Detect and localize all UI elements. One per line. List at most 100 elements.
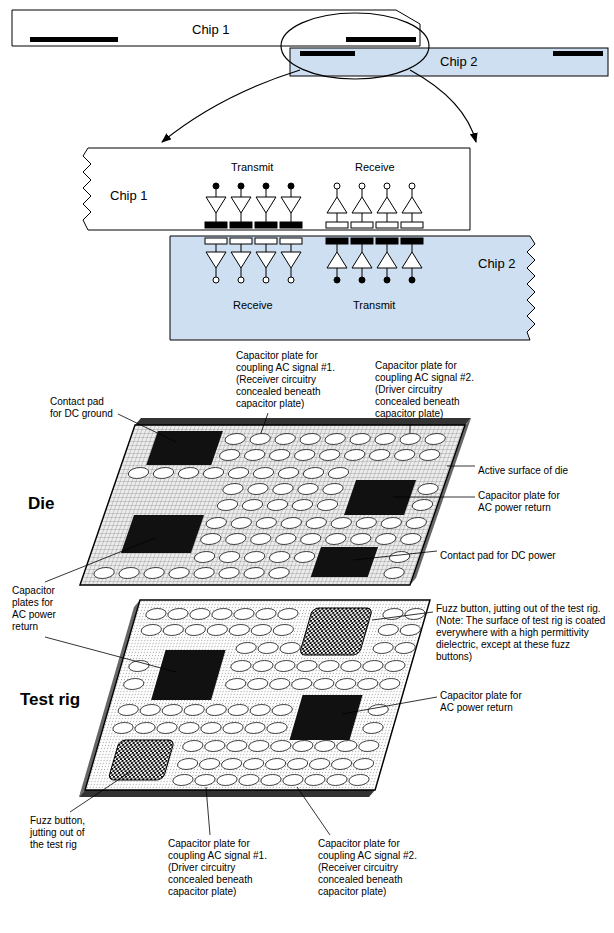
contact-pad bbox=[311, 547, 378, 577]
die-surface bbox=[80, 425, 465, 585]
zoom-arrow bbox=[410, 70, 476, 142]
leader-line bbox=[261, 413, 268, 433]
capacitor-plate bbox=[299, 534, 323, 545]
chip-detail-art bbox=[280, 183, 302, 228]
part-name: Test rig bbox=[20, 690, 80, 709]
capacitor-plate bbox=[269, 741, 292, 752]
capacitor-plate bbox=[162, 625, 185, 636]
capacitor-plate bbox=[268, 450, 292, 461]
capacitor-plate bbox=[140, 625, 163, 636]
capacitor-plate bbox=[302, 468, 326, 479]
capacitor-plate bbox=[339, 661, 362, 672]
capacitor-plate bbox=[193, 775, 216, 786]
capacitor-plate bbox=[205, 705, 228, 716]
capacitor-plate bbox=[117, 705, 140, 716]
capacitor-plate bbox=[218, 552, 242, 563]
chip-detail-art bbox=[205, 238, 227, 283]
callout-text: Capacitor plate for coupling AC signal #… bbox=[318, 838, 433, 898]
capacitor-plate bbox=[257, 643, 280, 654]
capacitor-plate bbox=[273, 434, 297, 445]
capacitor-plate bbox=[247, 741, 270, 752]
callout-text: Capacitor plate for coupling AC signal #… bbox=[375, 360, 490, 420]
chip-detail-art bbox=[326, 238, 348, 283]
callout-text: Capacitor plate for coupling AC signal #… bbox=[168, 838, 280, 898]
capacitor-plate bbox=[225, 741, 248, 752]
text-holder: Receive bbox=[233, 298, 273, 312]
capacitor-plate bbox=[166, 609, 189, 620]
callout-text: Capacitor plate for AC power return bbox=[478, 490, 570, 514]
node-label: Transmit bbox=[353, 298, 395, 312]
capacitor-plate bbox=[221, 723, 244, 734]
chip-detail-art bbox=[351, 238, 373, 283]
callout-text: Fuzz button, jutting out of the test rig… bbox=[436, 603, 608, 663]
capacitor-plate bbox=[356, 679, 379, 690]
callout-holder: Capacitor plate for coupling AC signal #… bbox=[375, 360, 490, 421]
capacitor-plate bbox=[276, 609, 299, 620]
capacitor-plate bbox=[229, 661, 252, 672]
callout-holder: Capacitor plate for coupling AC signal #… bbox=[168, 838, 280, 899]
chip-detail-art bbox=[255, 183, 277, 228]
capacitor-plate bbox=[298, 434, 322, 445]
pad-array bbox=[300, 51, 355, 56]
capacitor-plate bbox=[241, 500, 265, 511]
capacitor-plate bbox=[313, 741, 336, 752]
capacitor-plate bbox=[323, 434, 347, 445]
capacitor-plate bbox=[303, 775, 326, 786]
callout-holder: Capacitor plate for AC power return bbox=[478, 490, 570, 515]
chip-detail-art bbox=[351, 183, 373, 228]
capacitor-plate bbox=[264, 759, 287, 770]
chip-detail-art bbox=[401, 183, 423, 228]
capacitor-plate bbox=[423, 434, 447, 445]
leader-line bbox=[118, 414, 176, 442]
capacitor-plate bbox=[215, 775, 238, 786]
chip-body bbox=[12, 10, 420, 46]
capacitor-plate bbox=[279, 643, 302, 654]
leader-line bbox=[45, 637, 176, 672]
capacitor-plate bbox=[210, 609, 233, 620]
node-label: Receive bbox=[233, 298, 273, 312]
capacitor-plate bbox=[267, 568, 291, 579]
die-edge bbox=[135, 418, 471, 425]
chip-detail-art bbox=[205, 183, 227, 228]
chip-detail-art bbox=[401, 238, 423, 283]
callout-text: Capacitor plates for AC power return bbox=[12, 585, 62, 633]
capacitor-plate bbox=[295, 661, 318, 672]
pad-array bbox=[30, 37, 118, 42]
capacitor-plate bbox=[266, 500, 290, 511]
power-plate bbox=[290, 695, 363, 740]
capacitor-plate bbox=[250, 625, 273, 636]
capacitor-plate bbox=[221, 484, 245, 495]
capacitor-plate bbox=[411, 500, 435, 511]
capacitor-plate bbox=[248, 434, 272, 445]
capacitor-plate bbox=[361, 661, 384, 672]
callout-text: Capacitor plate for coupling AC signal #… bbox=[236, 350, 348, 410]
zoom-arrow bbox=[162, 70, 300, 142]
capacitor-plate bbox=[254, 518, 278, 529]
capacitor-plate bbox=[372, 643, 395, 654]
callout-holder: Fuzz button, jutting out of the test rig bbox=[30, 815, 96, 852]
capacitor-plate bbox=[167, 568, 191, 579]
chip-detail-art bbox=[255, 238, 277, 283]
callout-text: Contact pad for DC ground bbox=[50, 396, 116, 420]
chip-detail-art bbox=[230, 183, 252, 228]
capacitor-plate bbox=[259, 775, 282, 786]
capacitor-plate bbox=[251, 661, 274, 672]
capacitor-plate bbox=[161, 705, 184, 716]
capacitor-plate bbox=[274, 534, 298, 545]
capacitor-plate bbox=[286, 759, 309, 770]
leader-line bbox=[353, 551, 437, 560]
capacitor-plate bbox=[198, 759, 221, 770]
capacitor-plate bbox=[348, 434, 372, 445]
capacitor-plate bbox=[202, 468, 226, 479]
capacitor-plate bbox=[144, 609, 167, 620]
capacitor-plate bbox=[242, 568, 266, 579]
capacitor-plate bbox=[92, 434, 457, 579]
node-label: Transmit bbox=[231, 160, 273, 174]
text-holder: Chip 1 bbox=[110, 188, 148, 204]
capacitor-plate bbox=[416, 484, 440, 495]
capacitor-plate bbox=[290, 679, 313, 690]
capacitor-plate bbox=[243, 552, 267, 563]
capacitor-plate bbox=[177, 468, 201, 479]
capacitor-plate bbox=[399, 625, 422, 636]
